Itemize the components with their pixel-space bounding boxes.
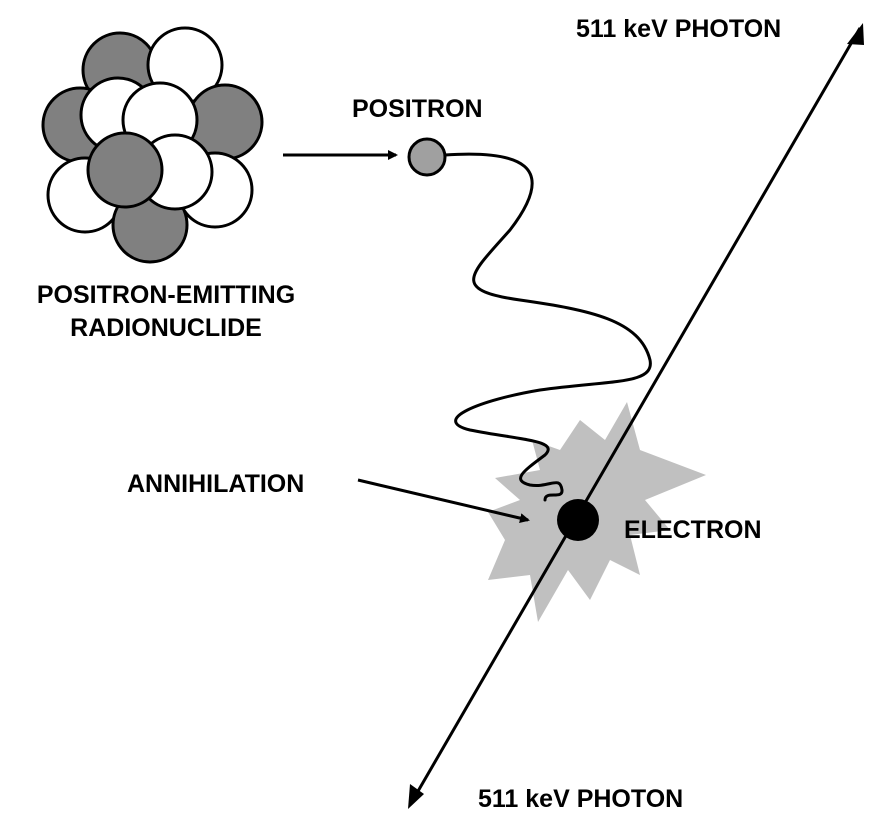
photon-line xyxy=(408,27,862,806)
photon-bottom-label: 511 keV PHOTON xyxy=(478,785,683,813)
annihilation-label: ANNIHILATION xyxy=(127,470,304,498)
radionuclide-label-line2: RADIONUCLIDE xyxy=(70,314,262,342)
positron-particle xyxy=(407,137,447,177)
annihilation-arrow xyxy=(357,478,530,524)
nucleon-dark xyxy=(86,131,164,209)
photon-arrowhead-bottom xyxy=(408,784,424,809)
positron-path xyxy=(443,152,652,502)
photon-top-label: 511 keV PHOTON xyxy=(576,15,781,43)
positron-label: POSITRON xyxy=(352,95,483,123)
radionuclide-label-line1: POSITRON-EMITTING xyxy=(37,281,295,309)
photon-arrowhead-top xyxy=(847,23,864,45)
electron-label: ELECTRON xyxy=(624,516,762,544)
radionuclide-nucleus xyxy=(41,26,264,264)
electron-particle xyxy=(557,499,599,541)
